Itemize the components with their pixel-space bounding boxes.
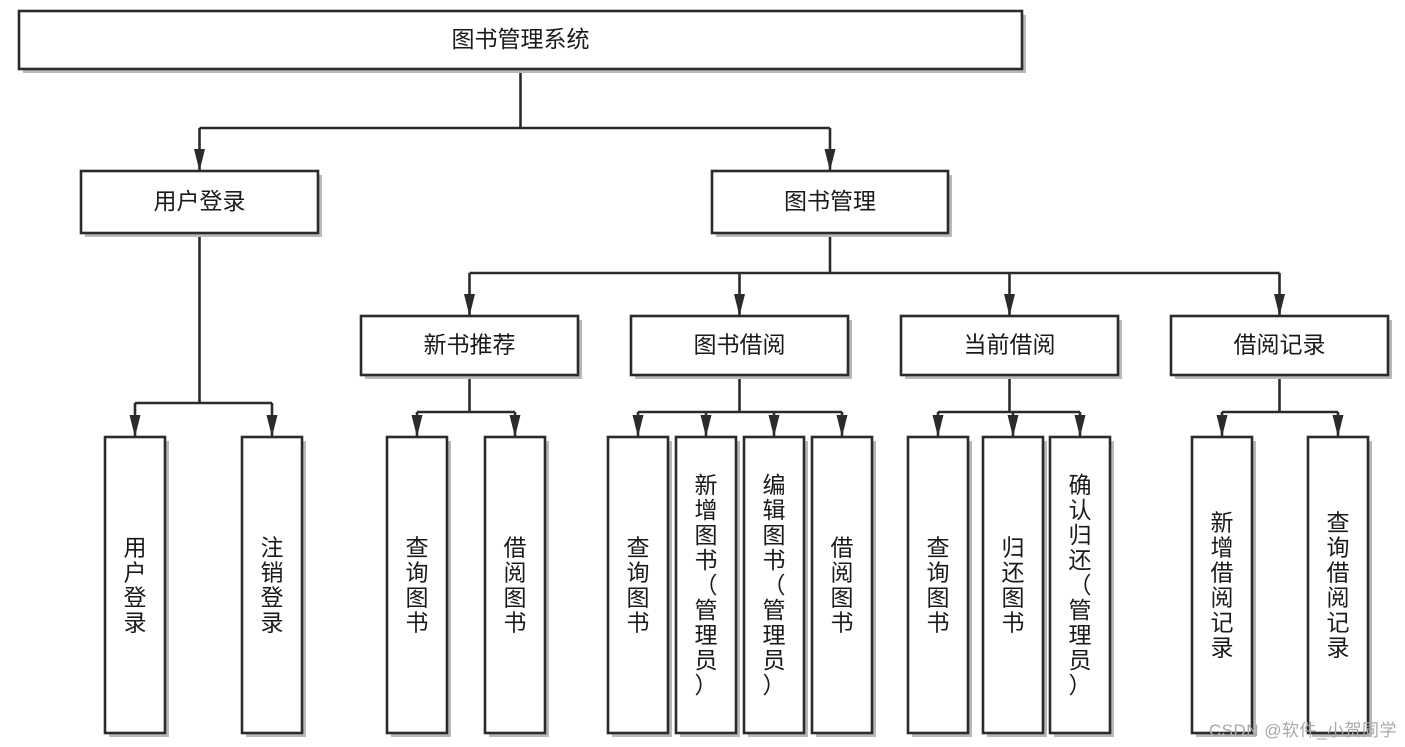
node-leaf-10-确认归还管理员[interactable]: 确认归还（管理员） (1048, 435, 1114, 737)
conn-图书借阅-arrow-3 (836, 415, 848, 437)
conn-当前借阅-arrow-1 (1007, 415, 1019, 437)
node-label: 用户登录 (154, 188, 246, 214)
node-box[interactable] (1048, 435, 1112, 735)
node-label: 查询借阅记录 (1327, 510, 1350, 661)
node-root-图书管理系统[interactable]: 图书管理系统 (17, 9, 1026, 73)
node-box[interactable] (710, 169, 950, 235)
conn-当前借阅-arrow-2 (1074, 415, 1086, 437)
node-box[interactable] (103, 435, 167, 735)
conn-图书借阅-arrow-0 (632, 415, 644, 437)
node-l2-用户登录[interactable]: 用户登录 (79, 169, 322, 237)
node-leaf-1-注销登录[interactable]: 注销登录 (240, 435, 306, 737)
node-label: 图书管理 (784, 188, 876, 214)
node-box[interactable] (483, 435, 547, 735)
node-leaf-2-查询图书[interactable]: 查询图书 (385, 435, 451, 737)
node-box[interactable] (629, 314, 850, 377)
node-l3-新书推荐[interactable]: 新书推荐 (359, 314, 582, 379)
node-leaf-8-查询图书[interactable]: 查询图书 (906, 435, 972, 737)
node-leaf-5-新增图书管理员[interactable]: 新增图书（管理员） (674, 435, 740, 737)
node-label: 确认归还（管理员） (1069, 472, 1092, 698)
node-box[interactable] (810, 435, 874, 735)
node-box[interactable] (359, 314, 580, 377)
node-box[interactable] (79, 169, 320, 235)
node-box[interactable] (906, 435, 970, 735)
conn-root-arrow-1 (824, 149, 836, 171)
node-label: 新增借阅记录 (1211, 510, 1234, 661)
conn-用户登录-arrow-0 (129, 415, 141, 437)
node-label: 用户登录 (124, 535, 147, 636)
node-label: 借阅图书 (831, 535, 854, 636)
node-box[interactable] (17, 9, 1024, 71)
node-label: 借阅记录 (1234, 332, 1326, 358)
node-label: 借阅图书 (504, 535, 527, 636)
node-leaf-11-新增借阅记录[interactable]: 新增借阅记录 (1190, 435, 1256, 737)
node-box[interactable] (1169, 314, 1390, 377)
node-l3-当前借阅[interactable]: 当前借阅 (899, 314, 1122, 379)
conn-借阅记录-arrow-0 (1216, 415, 1228, 437)
node-label: 查询图书 (627, 535, 650, 636)
conn-图书借阅-arrow-2 (768, 415, 780, 437)
node-leaf-4-查询图书[interactable]: 查询图书 (606, 435, 672, 737)
node-leaf-0-用户登录[interactable]: 用户登录 (103, 435, 169, 737)
node-box[interactable] (1190, 435, 1254, 735)
conn-root-arrow-0 (194, 149, 205, 171)
node-label: 新书推荐 (424, 332, 516, 358)
node-label: 编辑图书（管理员） (763, 472, 786, 698)
node-label: 注销登录 (261, 535, 284, 636)
node-label: 图书借阅 (694, 332, 786, 358)
conn-新书推荐-arrow-0 (411, 415, 423, 437)
node-box[interactable] (899, 314, 1120, 377)
node-l2-图书管理[interactable]: 图书管理 (710, 169, 952, 237)
node-label: 新增图书（管理员） (695, 472, 718, 698)
node-box[interactable] (1306, 435, 1370, 735)
node-box[interactable] (385, 435, 449, 735)
node-layer: 图书管理系统用户登录图书管理新书推荐图书借阅当前借阅借阅记录用户登录注销登录查询… (17, 9, 1392, 737)
node-leaf-6-编辑图书管理员[interactable]: 编辑图书（管理员） (742, 435, 808, 737)
conn-当前借阅-arrow-0 (932, 415, 944, 437)
node-box[interactable] (742, 435, 806, 735)
node-label: 归还图书 (1002, 535, 1025, 636)
conn-bookmgmt-arrow-0 (464, 294, 475, 316)
node-box[interactable] (606, 435, 670, 735)
conn-bookmgmt-arrow-3 (1274, 294, 1285, 316)
node-label: 当前借阅 (964, 332, 1056, 358)
node-box[interactable] (674, 435, 738, 735)
node-label: 查询图书 (406, 535, 429, 636)
node-l3-借阅记录[interactable]: 借阅记录 (1169, 314, 1392, 379)
node-label: 查询图书 (927, 535, 950, 636)
conn-用户登录-arrow-1 (266, 415, 278, 437)
node-l3-图书借阅[interactable]: 图书借阅 (629, 314, 852, 379)
conn-bookmgmt-arrow-2 (1004, 294, 1015, 316)
node-leaf-3-借阅图书[interactable]: 借阅图书 (483, 435, 549, 737)
conn-新书推荐-arrow-1 (509, 415, 521, 437)
connector-layer (129, 69, 1344, 437)
node-box[interactable] (981, 435, 1045, 735)
conn-bookmgmt-arrow-1 (734, 294, 745, 316)
node-box[interactable] (240, 435, 304, 735)
node-leaf-9-归还图书[interactable]: 归还图书 (981, 435, 1047, 737)
conn-图书借阅-arrow-1 (700, 415, 712, 437)
node-leaf-12-查询借阅记录[interactable]: 查询借阅记录 (1306, 435, 1372, 737)
node-leaf-7-借阅图书[interactable]: 借阅图书 (810, 435, 876, 737)
conn-借阅记录-arrow-1 (1332, 415, 1344, 437)
node-label: 图书管理系统 (452, 26, 590, 52)
